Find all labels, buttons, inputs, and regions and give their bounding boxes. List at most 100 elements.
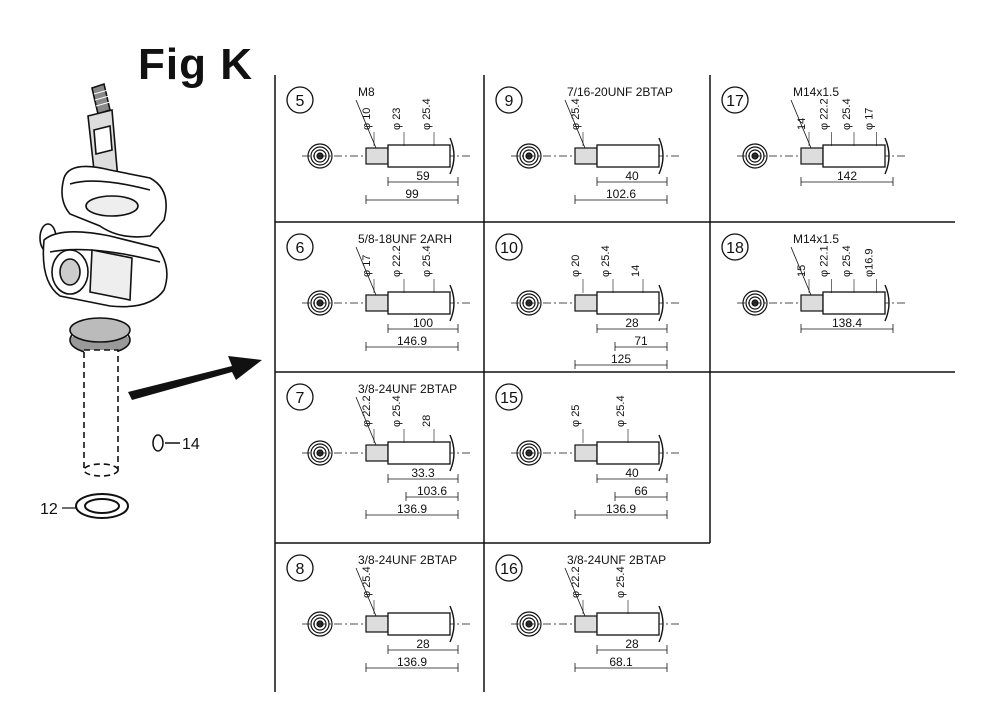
diameter-label: φ 17 (361, 255, 373, 277)
thread-leader (355, 396, 377, 446)
length-label: 40 (625, 169, 639, 183)
thread-leader (564, 567, 586, 617)
length-label: 71 (634, 334, 648, 348)
shaft-tip (365, 615, 389, 633)
length-label: 138.4 (832, 316, 862, 330)
variant-number-badge (495, 233, 523, 261)
diameter-label: 28 (421, 415, 433, 427)
diameter-label: φ 23 (391, 108, 403, 130)
shaft-tip (574, 444, 598, 462)
shaft-break-line (449, 605, 455, 643)
shaft-body (596, 612, 660, 636)
shaft-tip (574, 147, 598, 165)
length-label: 136.9 (397, 655, 427, 669)
diameter-label: φ 22.2 (391, 245, 403, 277)
variant-number-badge (721, 86, 749, 114)
variant-number-badge (286, 554, 314, 582)
variant-number: 8 (296, 561, 305, 578)
length-label: 142 (837, 169, 857, 183)
shaft-tip (365, 444, 389, 462)
diameter-label: φ 25.4 (421, 98, 433, 130)
length-label: 102.6 (606, 187, 636, 201)
variant-number: 15 (500, 390, 518, 407)
length-label: 66 (634, 484, 648, 498)
figure-title: Fig K (138, 40, 253, 89)
variant-number: 7 (296, 390, 305, 407)
length-label: 28 (625, 316, 639, 330)
shaft-break-line (884, 137, 890, 175)
length-label: 28 (625, 637, 639, 651)
diameter-label: φ 10 (361, 108, 373, 130)
thread-spec: 3/8-24UNF 2BTAP (567, 553, 666, 567)
shaft-break-line (658, 434, 664, 472)
diameter-label: φ 25.4 (841, 245, 853, 277)
variant-number: 6 (296, 240, 305, 257)
diameter-label: 14 (796, 118, 808, 130)
shaft-tip (365, 294, 389, 312)
length-label: 136.9 (606, 502, 636, 516)
thread-leader (790, 246, 812, 296)
diameter-label: φ 22.1 (819, 245, 831, 277)
shaft-body (387, 612, 451, 636)
diameter-label: φ 25.4 (570, 98, 582, 130)
thread-leader (355, 246, 377, 296)
variant-number-badge (495, 86, 523, 114)
length-label: 103.6 (417, 484, 447, 498)
diameter-label: φ 22.2 (819, 98, 831, 130)
variant-number: 9 (505, 93, 514, 110)
length-label: 68.1 (609, 655, 633, 669)
diameter-label: φ 22.2 (570, 566, 582, 598)
shaft-tip (800, 294, 824, 312)
shaft-body (387, 144, 451, 168)
callout-12: 12 (40, 501, 58, 518)
variant-number-badge (286, 233, 314, 261)
shaft-tip (800, 147, 824, 165)
variant-grid (274, 75, 955, 692)
diameter-label: φ16.9 (864, 248, 876, 277)
thread-spec: 3/8-24UNF 2BTAP (358, 382, 457, 396)
length-label: 59 (416, 169, 430, 183)
variant-number-badge (286, 86, 314, 114)
thread-leader (355, 567, 377, 617)
pointer-arrow (128, 356, 262, 400)
thread-spec: M14x1.5 (793, 85, 839, 99)
variant-number-badge (721, 233, 749, 261)
variant-number: 16 (500, 561, 518, 578)
thread-spec: 5/8-18UNF 2ARH (358, 232, 452, 246)
diameter-label: 15 (796, 265, 808, 277)
shaft-body (596, 291, 660, 315)
shaft-break-line (449, 434, 455, 472)
diameter-label: φ 25.4 (841, 98, 853, 130)
diameter-label: φ 25 (570, 405, 582, 427)
shaft-body (387, 441, 451, 465)
diameter-label: φ 20 (570, 255, 582, 277)
diameter-label: φ 25.4 (615, 566, 627, 598)
shaft-body (822, 291, 886, 315)
length-label: 125 (611, 352, 631, 366)
length-label: 28 (416, 637, 430, 651)
variant-number: 18 (726, 240, 744, 257)
thread-leader (790, 99, 812, 149)
variant-number-badge (495, 383, 523, 411)
shaft-body (387, 291, 451, 315)
shaft-break-line (658, 284, 664, 322)
crankshaft-illustration (39, 82, 168, 477)
thread-leader (355, 99, 377, 149)
shaft-break-line (884, 284, 890, 322)
length-label: 136.9 (397, 502, 427, 516)
shaft-body (822, 144, 886, 168)
shaft-break-line (658, 605, 664, 643)
shaft-body (596, 441, 660, 465)
length-label: 40 (625, 466, 639, 480)
thread-spec: M8 (358, 85, 375, 99)
diameter-label: φ 25.4 (391, 395, 403, 427)
diameter-label: φ 22.2 (361, 395, 373, 427)
